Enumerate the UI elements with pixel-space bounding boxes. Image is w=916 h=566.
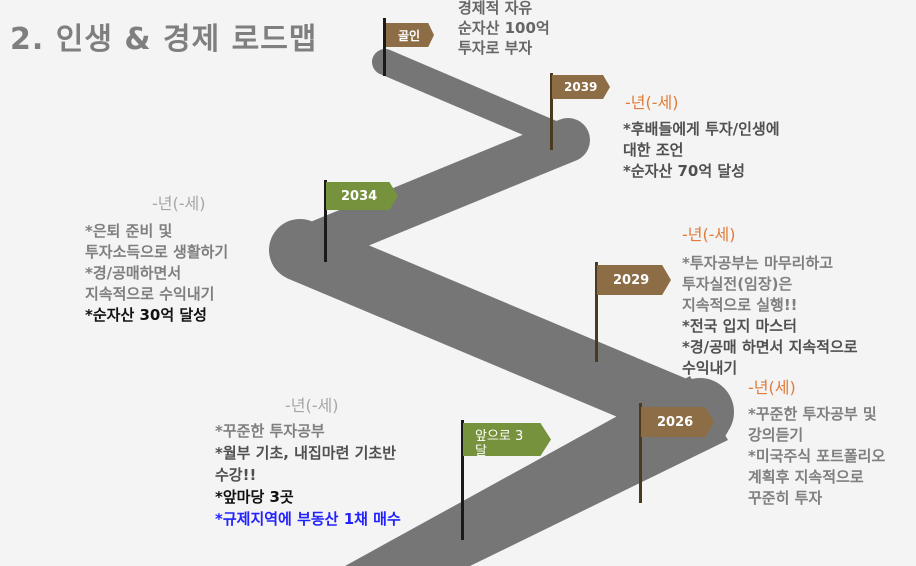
flag-pole (639, 403, 642, 503)
age-label-2039: -년(-세) (625, 93, 679, 112)
goal-flag: 골인 (386, 23, 434, 47)
text-line: 수강!! (215, 466, 257, 484)
text-line: *은퇴 준비 및 (85, 222, 173, 240)
age-label-2029: -년(-세) (682, 225, 736, 244)
flag-2026: 2026 (641, 407, 714, 437)
milestone-text-next: *꾸준한 투자공부 *월부 기초, 내집마련 기초반 수강!! *앞마당 3곳 … (215, 420, 401, 530)
flag-pole (324, 180, 327, 262)
text-line: *경/공매하면서 (85, 264, 182, 282)
flag-next-3-months: 앞으로 3 달 (463, 423, 551, 456)
age-label-2026: -년(세) (748, 378, 796, 397)
road-segment (345, 376, 728, 566)
text-line: 강의듣기 (748, 426, 804, 444)
text-line: *투자공부는 마무리하고 (682, 254, 834, 272)
text-line: 순자산 100억 (458, 19, 550, 37)
milestone-text-2039: *후배들에게 투자/인생에 대한 조언 *순자산 70억 달성 (623, 119, 780, 182)
text-line: 투자소득으로 생활하기 (85, 243, 229, 261)
text-line: 지속적으로 실행!! (682, 296, 798, 314)
text-line: *경/공매 하면서 지속적으로 (682, 338, 858, 356)
text-line: *순자산 30억 달성 (85, 306, 207, 324)
text-line: *미국주식 포트폴리오 (748, 447, 886, 465)
text-line: 투자로 부자 (458, 39, 533, 57)
flag-pole (383, 18, 386, 76)
milestone-text-2026: *꾸준한 투자공부 및 강의듣기 *미국주식 포트폴리오 계획후 지속적으로 꾸… (748, 404, 885, 509)
text-line: *전국 입지 마스터 (682, 317, 797, 335)
text-line: 경제적 자유 (458, 0, 533, 17)
text-line: 지속적으로 수익내기 (85, 285, 215, 303)
flag-2029: 2029 (597, 265, 671, 295)
goal-text: 경제적 자유 순자산 100억 투자로 부자 (458, 0, 550, 58)
road-segment (278, 118, 590, 272)
road-segment (372, 49, 581, 153)
age-label-2034: -년(-세) (152, 194, 206, 213)
text-line: 계획후 지속적으로 (748, 468, 864, 486)
text-line: 꾸준히 투자 (748, 489, 823, 507)
milestone-text-2029: *투자공부는 마무리하고 투자실전(임장)은 지속적으로 실행!! *전국 입지… (682, 253, 858, 379)
road-segment (269, 219, 731, 449)
text-line: 수익내기 (682, 359, 738, 377)
text-line: *후배들에게 투자/인생에 (623, 120, 780, 138)
text-line: 대한 조언 (623, 141, 684, 159)
flag-2034: 2034 (326, 182, 398, 210)
text-line: *규제지역에 부동산 1채 매수 (215, 510, 401, 528)
text-line: *월부 기초, 내집마련 기초반 (215, 444, 397, 462)
flag-pole (461, 420, 464, 540)
age-label-next: -년(-세) (285, 396, 339, 415)
text-line: *순자산 70억 달성 (623, 162, 745, 180)
flag-2039: 2039 (552, 75, 610, 99)
flag-pole (595, 262, 598, 362)
text-line: *꾸준한 투자공부 및 (748, 405, 877, 423)
text-line: *꾸준한 투자공부 (215, 422, 325, 440)
page-title: 2. 인생 & 경제 로드맵 (10, 22, 318, 57)
milestone-text-2034: *은퇴 준비 및 투자소득으로 생활하기 *경/공매하면서 지속적으로 수익내기… (85, 221, 228, 326)
flag-pole (550, 73, 553, 150)
text-line: 투자실전(임장)은 (682, 275, 793, 293)
text-line: *앞마당 3곳 (215, 488, 294, 506)
